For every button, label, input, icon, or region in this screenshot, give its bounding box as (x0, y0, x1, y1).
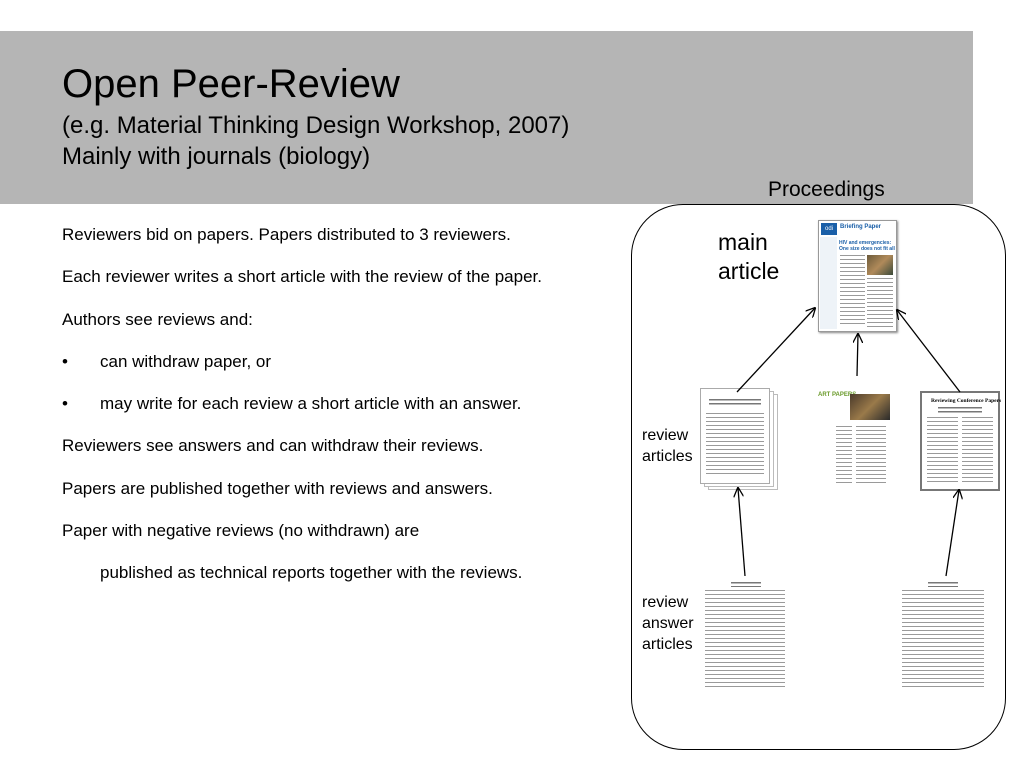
paragraph-technical-reports: published as technical reports together … (100, 563, 523, 582)
answer-text-lines (705, 590, 785, 690)
review-answer-thumbnail-1 (703, 578, 789, 692)
paragraph-reviewers-answers: Reviewers see answers and can withdraw t… (62, 436, 484, 455)
review-article-thumbnail-3: Reviewing Conference Papers (920, 391, 1002, 491)
briefing-text-lines-right (867, 278, 893, 327)
reviewing-conference-heading-lines (938, 407, 982, 413)
bullet-marker: • (62, 352, 68, 371)
review-answer-thumbnail-2 (900, 578, 988, 692)
briefing-text-lines (840, 255, 865, 327)
main-article-label-line-1: main (718, 229, 768, 255)
answer-heading-lines (928, 582, 958, 587)
review-articles-label-line-1: review (642, 427, 689, 444)
art-papers-text-lines-right (856, 426, 886, 486)
answer-heading-lines (731, 582, 761, 587)
review-article-heading-lines (709, 399, 761, 407)
review-article-thumbnail-2: ART PAPERS (816, 392, 892, 488)
review-answer-label-line-1: review (642, 594, 689, 611)
paragraph-authors: Authors see reviews and: (62, 310, 253, 329)
art-papers-title: ART PAPERS (818, 392, 857, 398)
slide-title: Open Peer-Review (62, 62, 400, 106)
review-articles-label-line-2: articles (642, 448, 693, 465)
proceedings-label: Proceedings (768, 178, 885, 201)
main-article-thumbnail: odi Briefing Paper HIV and emergencies: … (818, 220, 897, 332)
subtitle-line-1: (e.g. Material Thinking Design Workshop,… (62, 112, 570, 139)
briefing-paper-title: Briefing Paper (840, 224, 882, 230)
review-articles-label: review articles (642, 425, 693, 467)
art-papers-text-lines (836, 426, 852, 486)
subtitle-line-2: Mainly with journals (biology) (62, 143, 371, 170)
title-band (0, 31, 973, 204)
reviewing-conference-text-left (927, 417, 958, 483)
reviewing-conference-title: Reviewing Conference Papers (931, 398, 1002, 404)
paragraph-bidding: Reviewers bid on papers. Papers distribu… (62, 225, 511, 244)
main-article-label-line-2: article (718, 258, 780, 284)
odi-logo: odi (821, 223, 837, 235)
review-article-text-lines (706, 413, 764, 477)
briefing-headline-line-2: One size does not fit all (839, 246, 895, 252)
briefing-headline-line-1: HIV and emergencies: (839, 240, 892, 246)
paragraph-published: Papers are published together with revie… (62, 479, 493, 498)
briefing-headline: HIV and emergencies: One size does not f… (839, 240, 895, 252)
bullet-withdraw: can withdraw paper, or (100, 352, 272, 371)
reviewing-conference-text-right (962, 417, 993, 483)
review-answer-label-line-2: answer (642, 615, 694, 632)
paragraph-review-articles: Each reviewer writes a short article wit… (62, 267, 542, 286)
main-article-label: main article (718, 228, 779, 286)
bullet-answer: may write for each review a short articl… (100, 394, 522, 413)
review-answer-label-line-3: articles (642, 636, 693, 653)
review-answer-articles-label: review answer articles (642, 592, 694, 655)
bullet-marker: • (62, 394, 68, 413)
briefing-sidebar (820, 237, 837, 329)
slide-subtitle: (e.g. Material Thinking Design Workshop,… (62, 110, 569, 172)
art-papers-photo (850, 394, 890, 420)
answer-text-lines (902, 590, 984, 690)
review-article-thumbnail-1 (700, 388, 770, 484)
briefing-photo (867, 255, 893, 275)
paragraph-negative-reviews: Paper with negative reviews (no withdraw… (62, 521, 420, 540)
